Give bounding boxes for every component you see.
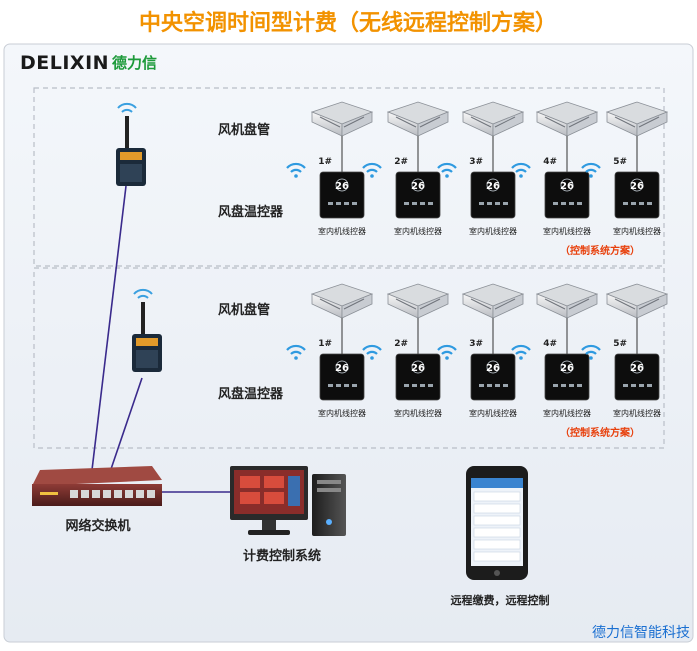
- panel-label: 室内机线控器: [394, 408, 442, 418]
- fan-coil-unit: 2# 26 室内机线控器: [362, 101, 450, 236]
- thermostat-panel: 26: [614, 353, 660, 401]
- logo-wordmark: DELIXIN: [20, 52, 109, 74]
- thermostat-panel: 26: [470, 353, 516, 401]
- unit-number: 1#: [318, 339, 332, 349]
- thermostat-display: 26: [335, 363, 349, 374]
- network-switch: [32, 466, 162, 506]
- cassette-ac-icon: [605, 283, 669, 319]
- thermostat-display: 26: [486, 363, 500, 374]
- group-1-plan-label: （控制系统方案）: [560, 244, 640, 257]
- logo-chinese-name: 德力信: [112, 54, 157, 72]
- panel-label: 室内机线控器: [613, 226, 661, 236]
- unit-number: 2#: [394, 339, 408, 349]
- cassette-ac-icon: [535, 101, 599, 137]
- thermostat-panel: 26: [319, 171, 365, 219]
- cassette-ac-icon: [461, 101, 525, 137]
- unit-number: 3#: [469, 157, 483, 167]
- cassette-ac-icon: [310, 283, 374, 319]
- network-wires: [91, 185, 230, 493]
- billing-system-label: 计费控制系统: [243, 548, 321, 564]
- fan-coil-unit: 3# 26 室内机线控器: [437, 101, 525, 236]
- wifi-icon: [286, 162, 306, 178]
- wireless-modem-1: [116, 102, 146, 186]
- unit-number: 5#: [613, 339, 627, 349]
- switch-label: 网络交换机: [65, 518, 130, 534]
- group-1-frame: [33, 87, 665, 267]
- unit-number: 3#: [469, 339, 483, 349]
- panel-label: 室内机线控器: [543, 408, 591, 418]
- thermostat-panel: 26: [395, 353, 441, 401]
- wifi-icon: [437, 162, 457, 178]
- fan-coil-unit: 5# 26 室内机线控器: [581, 283, 669, 418]
- thermostat-panel: 26: [395, 171, 441, 219]
- unit-number: 4#: [543, 157, 557, 167]
- fan-coil-unit: 2# 26 室内机线控器: [362, 283, 450, 418]
- group-2-frame: [33, 267, 665, 449]
- group-1-controller-label: 风盘温控器: [218, 204, 284, 220]
- unit-number: 4#: [543, 339, 557, 349]
- billing-computer: [230, 466, 346, 536]
- thermostat-display: 26: [411, 363, 425, 374]
- thermostat-panel: 26: [319, 353, 365, 401]
- page-title: 中央空调时间型计费（无线远程控制方案）: [139, 10, 557, 36]
- thermostat-panel: 26: [614, 171, 660, 219]
- group-2-fan-coil-label: 风机盘管: [218, 302, 270, 318]
- wifi-icon: [362, 162, 382, 178]
- thermostat-display: 26: [411, 181, 425, 192]
- remote-smartphone: [466, 466, 528, 580]
- fan-coil-unit: 1# 26 室内机线控器: [286, 101, 374, 236]
- wifi-icon: [286, 344, 306, 360]
- fan-coil-unit: 5# 26 室内机线控器: [581, 101, 669, 236]
- wire-modem-2-to-switch: [109, 377, 143, 473]
- thermostat-panel: 26: [470, 171, 516, 219]
- panel-label: 室内机线控器: [318, 226, 366, 236]
- panel-label: 室内机线控器: [543, 226, 591, 236]
- thermostat-display: 26: [560, 181, 574, 192]
- cassette-ac-icon: [605, 101, 669, 137]
- remote-control-label: 远程缴费，远程控制: [451, 593, 550, 607]
- panel-label: 室内机线控器: [394, 226, 442, 236]
- wifi-icon: [511, 344, 531, 360]
- panel-label: 室内机线控器: [469, 408, 517, 418]
- thermostat-display: 26: [335, 181, 349, 192]
- wifi-icon: [362, 344, 382, 360]
- cassette-ac-icon: [535, 283, 599, 319]
- wifi-icon: [581, 162, 601, 178]
- brand-logo: DELIXIN 德力信: [20, 52, 157, 74]
- group-2-plan-label: （控制系统方案）: [560, 426, 640, 439]
- wifi-icon: [437, 344, 457, 360]
- thermostat-display: 26: [486, 181, 500, 192]
- fan-coil-unit: 4# 26 室内机线控器: [511, 101, 599, 236]
- thermostat-display: 26: [630, 181, 644, 192]
- group-1-units: 1# 26 室内机线控器 2# 26 室内机线控器 3# 26 室内机线控器 4# 26 室内机线控器…: [286, 101, 669, 236]
- thermostat-display: 26: [630, 363, 644, 374]
- thermostat-panel: 26: [544, 353, 590, 401]
- group-1-fan-coil-label: 风机盘管: [218, 122, 270, 138]
- fan-coil-unit: 3# 26 室内机线控器: [437, 283, 525, 418]
- unit-number: 5#: [613, 157, 627, 167]
- fan-coil-unit: 1# 26 室内机线控器: [286, 283, 374, 418]
- fan-coil-unit: 4# 26 室内机线控器: [511, 283, 599, 418]
- panel-label: 室内机线控器: [613, 408, 661, 418]
- wifi-icon: [581, 344, 601, 360]
- unit-number: 2#: [394, 157, 408, 167]
- wifi-icon: [511, 162, 531, 178]
- wire-modem-1-to-switch: [91, 185, 127, 471]
- watermark-text: 德力信智能科技: [592, 625, 690, 641]
- wireless-modem-2: [132, 288, 162, 372]
- panel-label: 室内机线控器: [469, 226, 517, 236]
- unit-number: 1#: [318, 157, 332, 167]
- group-2-controller-label: 风盘温控器: [218, 386, 284, 402]
- group-2-units: 1# 26 室内机线控器 2# 26 室内机线控器 3# 26 室内机线控器 4# 26 室内机线控器…: [286, 283, 669, 418]
- panel-label: 室内机线控器: [318, 408, 366, 418]
- thermostat-display: 26: [560, 363, 574, 374]
- thermostat-panel: 26: [544, 171, 590, 219]
